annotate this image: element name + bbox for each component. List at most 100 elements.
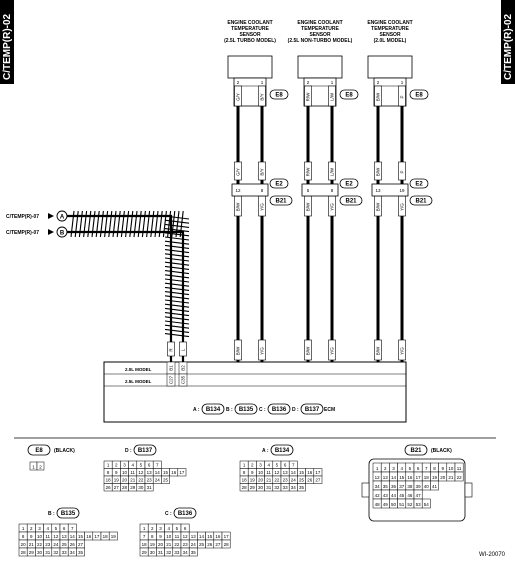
connector-pin-number: 33 — [62, 550, 68, 555]
side-tab-left: C/TEMP(R)-02 — [0, 0, 14, 84]
connector-tag-b21: B21 — [339, 195, 363, 206]
connector-pin-number: 26 — [106, 485, 112, 490]
connector-pin-number: 19 — [114, 478, 120, 483]
svg-text:B21: B21 — [410, 448, 422, 454]
connector-code: B21 — [404, 444, 428, 456]
connector-pin-number: 27 — [114, 485, 120, 490]
sensor-title-line: ENGINE COOLANT — [297, 20, 342, 26]
connector-pin-number: 15 — [207, 534, 213, 539]
wire-color-label: B/W — [376, 92, 381, 101]
connector-pin-number: 11 — [266, 470, 271, 475]
wire-color-label: Y/G — [260, 203, 265, 211]
connector-pin-number: 29 — [250, 485, 256, 490]
connector-tag-b21: B21 — [269, 195, 293, 206]
ecm-pin-label: C35 — [181, 375, 186, 384]
svg-text:B136: B136 — [272, 407, 287, 413]
connector-pin-number: 14 — [391, 475, 397, 480]
connector-pin-number: 45 — [399, 493, 405, 498]
connector-pin-number: 24 — [191, 542, 197, 547]
connector-pin-number: 8 — [107, 470, 110, 475]
connector-pin-number: 16 — [171, 470, 177, 475]
junction-pin: 5 — [307, 188, 310, 193]
connector-pin-number: 22 — [174, 542, 180, 547]
connector-pin-number: 14 — [155, 470, 161, 475]
connector-pin-number: 7 — [143, 534, 146, 539]
connector-pin-number: 33 — [174, 550, 180, 555]
legend-code-b136: B136 — [267, 403, 291, 415]
connector-pin-number: 52 — [407, 502, 413, 507]
sensor-pin: 2 — [377, 80, 380, 85]
sensor-title-line: (2.5L NON-TURBO MODEL) — [288, 38, 353, 44]
sensor-title-line: ENGINE COOLANT — [227, 20, 272, 26]
connector-pin-number: 35 — [191, 550, 197, 555]
connector-pin-number: 9 — [251, 470, 254, 475]
connector-pin-number: 18 — [106, 478, 112, 483]
connector-pin-number: 9 — [441, 466, 444, 471]
ref-letter: B — [60, 231, 65, 237]
ref-label: C/TEMP(R)-07 — [6, 214, 39, 220]
connector-pin-number: 30 — [258, 485, 264, 490]
connector-code: B136 — [173, 507, 197, 519]
connector-pin-number: 44 — [391, 493, 397, 498]
connector-pin-number: 15 — [299, 470, 305, 475]
connector-pin-number: 43 — [383, 493, 389, 498]
ecm-row-2-5l: 2.5L MODEL — [125, 379, 152, 384]
connector-pin-number: 26 — [207, 542, 213, 547]
connector-pin-number: 29 — [142, 550, 148, 555]
connector-pin-number: 17 — [416, 475, 422, 480]
connector-e8-header: E8(BLACK) — [27, 444, 75, 456]
connector-pin-number: 16 — [215, 534, 221, 539]
wire-color-label: Y/G — [330, 347, 335, 355]
connector-pin-number: 16 — [307, 470, 313, 475]
wire-color-label: Y/G — [400, 347, 405, 355]
connector-pin-number: 20 — [158, 542, 164, 547]
wire-color-label: P — [400, 95, 405, 98]
sensor-title-line: TEMPERATURE — [231, 26, 269, 32]
wire-color-label: G/Y — [236, 168, 241, 176]
svg-text:E8: E8 — [275, 93, 283, 99]
wire-color-label: P — [400, 170, 405, 173]
connector-pin-number: 25 — [299, 478, 305, 483]
connector-pin-number: 15 — [163, 470, 169, 475]
junction-pin: 8 — [331, 188, 334, 193]
ref-letter: A — [60, 215, 65, 221]
connector-pin-number: 8 — [433, 466, 436, 471]
connector-pin-number: 35 — [78, 550, 84, 555]
connector-pin-number: 24 — [291, 478, 297, 483]
connector-pin-number: 6 — [284, 463, 287, 468]
connector-pin-number: 26 — [307, 478, 313, 483]
wire-color-label: Y/G — [400, 203, 405, 211]
connector-pin-number: 4 — [46, 526, 49, 531]
ecm-pin-label: C27 — [169, 375, 174, 384]
connector-pin-number: 10 — [37, 534, 43, 539]
connector-pin-number: 20 — [258, 478, 264, 483]
wire-color-label: B/W — [306, 202, 311, 211]
connector-pin-number: 19 — [150, 542, 156, 547]
wire-color-label: R/W — [306, 167, 311, 177]
wire-color-label: Y/G — [260, 347, 265, 355]
legend-code-b135: B135 — [234, 403, 258, 415]
connector-pin-number: 5 — [276, 463, 279, 468]
svg-text:B137: B137 — [305, 407, 320, 413]
connector-pin-number: 10 — [448, 466, 454, 471]
svg-text:B135: B135 — [239, 407, 254, 413]
sensor-title-line: TEMPERATURE — [301, 26, 339, 32]
legend-key: D : — [292, 407, 299, 413]
connector-pin-number: 38 — [407, 484, 413, 489]
legend-code-b137: B137 — [300, 403, 324, 415]
connector-pin-number: 8 — [22, 534, 25, 539]
connector-pin-number: 27 — [315, 478, 321, 483]
connector-pin-number: 3 — [38, 526, 41, 531]
connector-pin-number: 15 — [78, 534, 84, 539]
connector-pin-number: 30 — [37, 550, 43, 555]
connector-pin-number: 25 — [163, 478, 169, 483]
connector-pin-number: 12 — [138, 470, 144, 475]
ecm-wire-color: R — [169, 348, 174, 352]
connector-pin-number: 28 — [242, 485, 248, 490]
connector-pin-number: 17 — [224, 534, 230, 539]
connector-pin-number: 22 — [274, 478, 280, 483]
